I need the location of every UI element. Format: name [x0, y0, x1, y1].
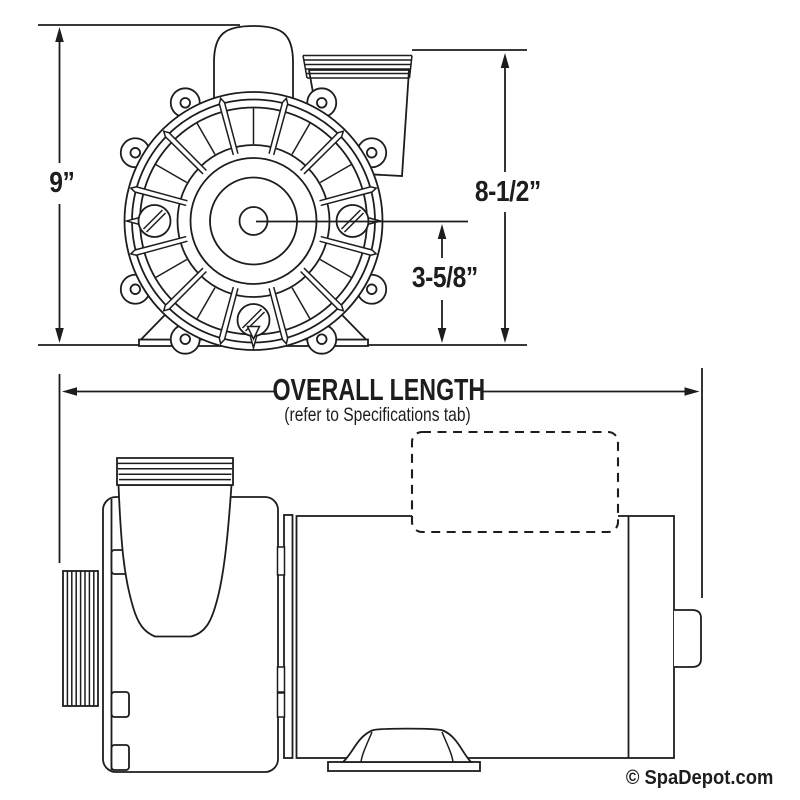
junction-box-placeholder: [410, 430, 620, 534]
intake-fitting: [62, 570, 99, 707]
overall-length-note: (refer to Specifications tab): [284, 404, 472, 426]
dimension-9in: [55, 27, 64, 343]
fitting-threads: [302, 54, 413, 79]
front-view: [38, 24, 527, 355]
rib-band-dividers: [155, 108, 352, 320]
dimension-8-1-2in: [500, 53, 510, 343]
dimension-3-5-8in: [437, 224, 447, 343]
discharge-threads: [117, 462, 233, 481]
dim-label-center-height: 3-5/8”: [412, 261, 478, 294]
dimension-overall-length: [58, 368, 703, 598]
tie-rods: [129, 96, 378, 346]
motor-dome: [213, 25, 294, 105]
side-view: [62, 430, 702, 773]
dim-label-overall-height: 9”: [48, 167, 75, 199]
motor-foot: [327, 727, 481, 772]
flange-bolt-holes: [129, 97, 378, 345]
overall-length-title: OVERALL LENGTH: [272, 372, 486, 407]
drain-point: [246, 325, 261, 341]
copyright-text: © SpaDepot.com: [625, 766, 773, 789]
mounting-bracket: [276, 514, 294, 759]
discharge-fitting-side: [116, 457, 234, 638]
motor-shaft-bump: [674, 609, 702, 668]
dim-label-discharge-height: 8-1/2”: [474, 175, 541, 208]
motor-body: [295, 515, 702, 759]
